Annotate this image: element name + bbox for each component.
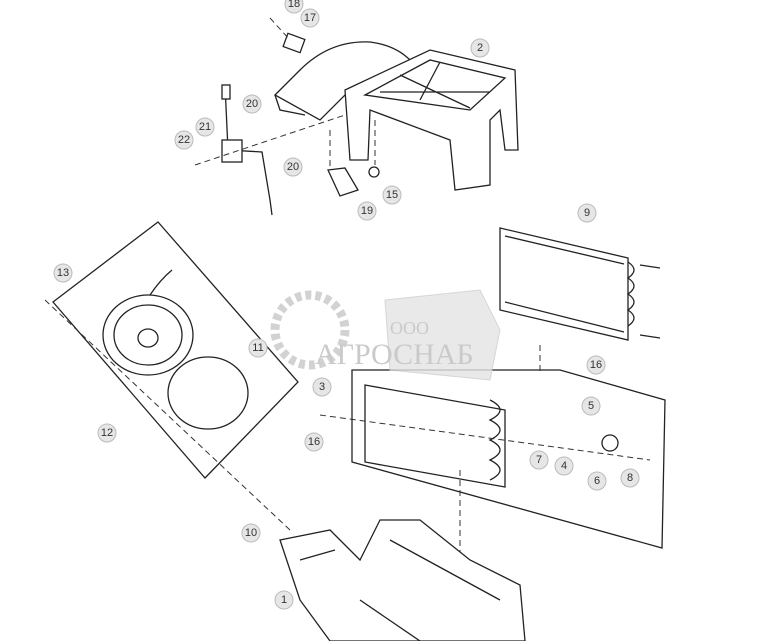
callout-label: 11 — [252, 342, 263, 354]
callout-label: 21 — [199, 121, 211, 133]
blower-panel — [52, 221, 299, 479]
callout-4: 4 — [554, 456, 574, 476]
callout-6: 6 — [587, 471, 607, 491]
callout-circle — [529, 450, 549, 470]
callout-10: 10 — [241, 523, 261, 543]
callout-label: 4 — [561, 460, 567, 472]
callout-20: 20 — [242, 94, 262, 114]
callout-circle — [587, 471, 607, 491]
connector — [221, 84, 231, 100]
callout-label: 2 — [477, 42, 483, 54]
callout-circle — [586, 355, 606, 375]
callout-label: 20 — [287, 161, 299, 173]
callout-16: 16 — [304, 432, 324, 452]
part-19 — [327, 167, 359, 197]
callout-circle — [382, 185, 402, 205]
callout-16: 16 — [586, 355, 606, 375]
callout-label: 5 — [588, 400, 594, 412]
callout-21: 21 — [195, 117, 215, 137]
callout-17: 17 — [300, 8, 320, 28]
callout-label: 7 — [536, 454, 542, 466]
nut-15 — [368, 166, 380, 178]
callout-label: 16 — [308, 436, 320, 448]
callout-8: 8 — [620, 468, 640, 488]
callout-circle — [241, 523, 261, 543]
callout-circle — [97, 423, 117, 443]
callout-circle — [242, 94, 262, 114]
callout-7: 7 — [529, 450, 549, 470]
callout-label: 19 — [361, 205, 373, 217]
callout-circle — [357, 201, 377, 221]
callout-18: 18 — [284, 0, 304, 14]
callout-circle — [174, 130, 194, 150]
callout-circle — [283, 157, 303, 177]
callout-label: 18 — [288, 0, 300, 10]
callout-circle — [274, 590, 294, 610]
watermark-prefix: ООО — [390, 318, 429, 338]
callout-circle — [470, 38, 490, 58]
callout-label: 8 — [627, 472, 633, 484]
callout-circle — [248, 338, 268, 358]
callout-label: 6 — [594, 475, 600, 487]
callout-circle — [312, 377, 332, 397]
watermark-name: АГРОСНАБ — [315, 338, 474, 371]
evaporator-frame — [351, 369, 666, 549]
callout-9: 9 — [577, 203, 597, 223]
callout-label: 20 — [246, 98, 258, 110]
callout-1: 1 — [274, 590, 294, 610]
resistor-21 — [221, 139, 243, 163]
callout-label: 9 — [584, 207, 590, 219]
callout-label: 17 — [304, 12, 316, 24]
callout-2: 2 — [470, 38, 490, 58]
callout-label: 13 — [57, 267, 69, 279]
callout-3: 3 — [312, 377, 332, 397]
callout-label: 12 — [101, 427, 113, 439]
upper-housing — [273, 41, 519, 191]
callout-circle — [284, 0, 304, 14]
callout-label: 15 — [386, 189, 398, 201]
callout-circle — [304, 432, 324, 452]
heater-core — [499, 227, 661, 341]
blower-motor — [102, 269, 194, 376]
callout-5: 5 — [581, 396, 601, 416]
callout-circle — [195, 117, 215, 137]
callout-circle — [577, 203, 597, 223]
callout-11: 11 — [248, 338, 268, 358]
callout-circle — [300, 8, 320, 28]
sensor-17 — [282, 32, 306, 54]
callout-label: 16 — [590, 359, 602, 371]
watermark: ООО АГРОСНАБ — [270, 289, 501, 381]
callout-20: 20 — [283, 157, 303, 177]
valve-6 — [601, 434, 619, 452]
lower-housing — [279, 519, 526, 641]
callout-circle — [554, 456, 574, 476]
callout-label: 22 — [178, 134, 190, 146]
evaporator-core — [364, 384, 506, 488]
callout-label: 1 — [281, 594, 287, 606]
callout-circle — [53, 263, 73, 283]
callout-22: 22 — [174, 130, 194, 150]
gasket-11 — [167, 356, 249, 430]
wire-harness — [224, 84, 273, 216]
callout-label: 10 — [245, 527, 257, 539]
callout-15: 15 — [382, 185, 402, 205]
callout-13: 13 — [53, 263, 73, 283]
callout-circle — [581, 396, 601, 416]
callout-circle — [620, 468, 640, 488]
callout-19: 19 — [357, 201, 377, 221]
callout-12: 12 — [97, 423, 117, 443]
callout-label: 3 — [319, 381, 325, 393]
